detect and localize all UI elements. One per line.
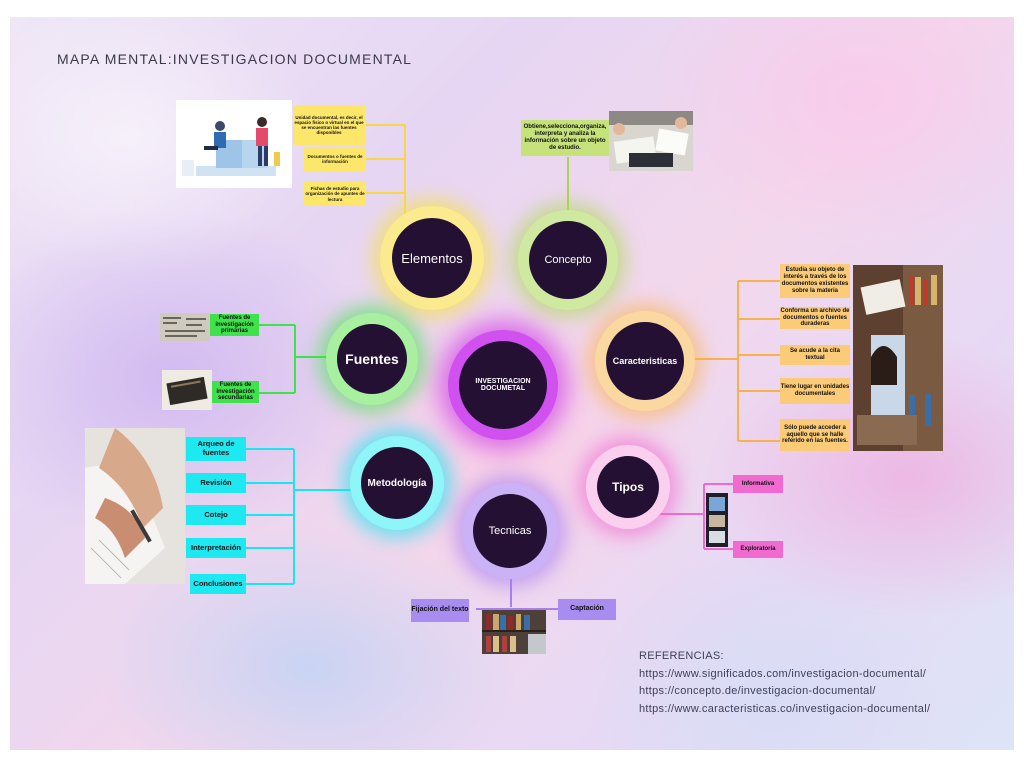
fuentes-item-1: Fuentes de investigación primarias: [210, 314, 259, 336]
metodologia-item-2: Revisión: [186, 473, 246, 493]
metodologia-item-3: Cotejo: [186, 505, 246, 525]
caracteristicas-item-3: Se acude a la cita textual: [780, 345, 850, 365]
people-studying-illustration-icon: [176, 100, 292, 188]
elementos-item-3: Fichas de estudio para organización de a…: [304, 182, 366, 206]
reference-link-1[interactable]: https://www.significados.com/investigaci…: [639, 667, 927, 680]
center-node-label: INVESTIGACION DOCUMETAL: [475, 378, 531, 392]
fuentes-node[interactable]: Fuentes: [337, 324, 407, 394]
caracteristicas-item-2: Conforma un archivo de documentos o fuen…: [780, 307, 850, 329]
fuentes-label: Fuentes: [345, 351, 399, 367]
reference-link-3[interactable]: https://www.caracteristicas.co/investiga…: [639, 702, 931, 715]
metodologia-item-1: Arqueo de fuentes: [186, 437, 246, 461]
caracteristicas-item-1: Estudia su objeto de interés a través de…: [780, 264, 850, 298]
tecnicas-item-1: Fijación del texto: [411, 599, 469, 622]
mind-map-canvas: MAPA MENTAL:INVESTIGACION DOCUMENTAL INV…: [10, 17, 1014, 750]
tipos-node[interactable]: Tipos: [597, 456, 659, 518]
caracteristicas-label: Caracteristicas: [612, 356, 678, 366]
metodologia-label: Metodología: [367, 477, 427, 489]
elementos-label: Elementos: [401, 250, 463, 266]
library-shelves-photo-icon: [482, 610, 546, 654]
references-heading: REFERENCIAS:: [639, 650, 724, 662]
tecnicas-node[interactable]: Tecnicas: [473, 494, 547, 568]
tipos-item-1: Informativa: [733, 475, 783, 493]
concepto-item-1: Obtiene,selecciona,organiza, interpreta …: [521, 120, 609, 156]
old-book-photo-icon: [162, 370, 212, 410]
caracteristicas-item-4: Tiene lugar en unidades documentales: [780, 378, 850, 404]
references-block: REFERENCIAS: https://www.significados.co…: [639, 648, 930, 718]
metodologia-node[interactable]: Metodología: [361, 447, 433, 519]
desk-study-photo-icon: [609, 111, 693, 171]
caracteristicas-node[interactable]: Caracteristicas: [606, 322, 684, 400]
writing-hand-photo-icon: [85, 428, 185, 584]
caracteristicas-item-5: Sólo puede acceder a aquello que se hall…: [780, 419, 850, 451]
tecnicas-label: Tecnicas: [488, 525, 532, 537]
concepto-node[interactable]: Concepto: [529, 221, 607, 299]
tecnicas-item-2: Captación: [558, 599, 616, 620]
reference-link-2[interactable]: https://concepto.de/investigacion-docume…: [639, 685, 876, 697]
tipos-label: Tipos: [612, 480, 644, 494]
elementos-item-1: Unidad documental, es decir, el espacio …: [293, 105, 365, 145]
connector-lines: [246, 124, 780, 610]
metodologia-item-4: Interpretación: [186, 538, 246, 558]
concepto-label: Concepto: [544, 254, 592, 266]
tipos-item-2: Exploratoria: [733, 541, 783, 558]
elementos-node[interactable]: Elementos: [392, 218, 472, 298]
woman-library-photo-icon: [853, 265, 943, 451]
tablet-devices-photo-icon: [706, 493, 728, 547]
newspapers-photo-icon: [160, 313, 210, 341]
metodologia-item-5: Conclusiones: [190, 574, 246, 594]
center-node[interactable]: INVESTIGACION DOCUMETAL: [459, 341, 547, 429]
elementos-item-2: Documentos o fuentes de información: [304, 147, 366, 171]
fuentes-item-2: Fuentes de investigación secundarias: [212, 381, 259, 403]
page-title: MAPA MENTAL:INVESTIGACION DOCUMENTAL: [57, 51, 413, 67]
